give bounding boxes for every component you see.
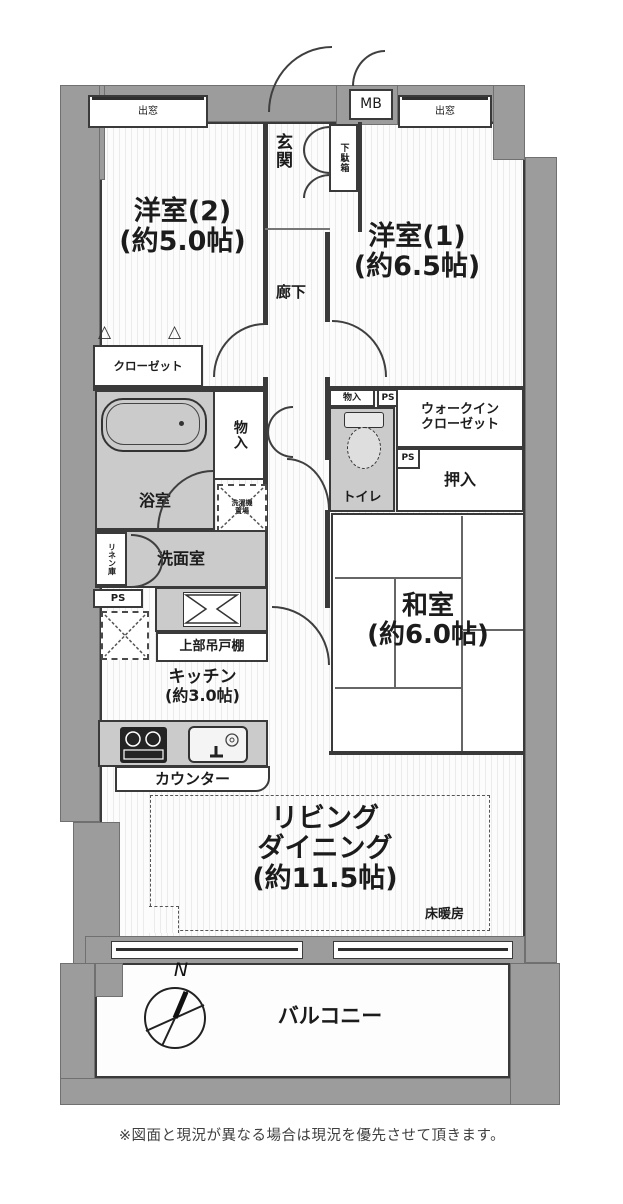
room-western1-size: (約6.5帖)	[353, 251, 481, 283]
bay-window-right-label: 出窓	[435, 105, 455, 117]
floor-heating-notch	[149, 906, 179, 933]
room-western1-name: 洋室(1)	[368, 221, 466, 252]
wall-right	[525, 157, 557, 963]
meter-box-label: MB	[360, 95, 382, 112]
tatami-line-5	[335, 687, 463, 689]
counter-box: カウンター	[115, 766, 270, 792]
wall-balcony-step	[95, 963, 123, 997]
closet-label: クローゼット	[113, 358, 183, 373]
ld-window-left-rail	[116, 948, 298, 951]
upper-cabinet-box: 上部吊戸棚	[156, 632, 268, 662]
stove	[120, 727, 167, 763]
tatami-line-1	[335, 577, 463, 579]
room-western2-label: 洋室(2) (約5.0帖)	[95, 196, 270, 258]
room-japanese-name: 和室	[401, 591, 454, 621]
genkan-label: 玄関	[272, 133, 293, 169]
range-hood-symbol	[183, 592, 241, 627]
bathtub-inner	[106, 403, 200, 445]
bay-window-left: 出窓	[88, 95, 208, 128]
compass-north-label: N	[174, 959, 188, 981]
kitchen-name: キッチン	[168, 667, 237, 687]
meter-box: MB	[349, 89, 393, 120]
room-living-size: (約11.5帖)	[252, 863, 398, 895]
walk-in-closet-label-1: ウォークイン	[420, 402, 499, 418]
tatami-line-2	[461, 516, 463, 630]
toilet-tank	[344, 412, 384, 428]
footnote: ※図面と現況が異なる場合は現況を優先させて頂きます。	[118, 1128, 506, 1144]
wall-washitsu-south	[329, 751, 525, 755]
mb-door-arc	[352, 50, 385, 86]
bay-window-right: 出窓	[398, 95, 492, 128]
floor-heating-area	[150, 795, 490, 931]
room-living-line2: ダイニング	[257, 833, 393, 865]
bay-window-right-glass	[402, 97, 488, 100]
toilet-label: トイレ	[342, 490, 382, 506]
shoe-box: 下駄箱	[329, 124, 358, 192]
room-western2-size: (約5.0帖)	[119, 226, 246, 258]
wall-genkan-right	[358, 122, 362, 232]
wall-corridor-right-a	[325, 232, 330, 322]
upper-cabinet-label: 上部吊戸棚	[179, 638, 245, 654]
room-western2-name: 洋室(2)	[133, 196, 232, 227]
oshiire-label: 押入	[443, 470, 476, 490]
japanese-room	[331, 513, 525, 753]
compass: N	[144, 959, 206, 1049]
tatami-line-4	[394, 578, 396, 688]
pipe-space-left: PS	[93, 589, 143, 608]
hallway-label: 廊下	[276, 283, 307, 301]
bay-window-left-label: 出窓	[138, 105, 158, 117]
washer-label-2: 置場	[235, 507, 249, 516]
walk-in-closet-label-2: クローゼット	[420, 417, 499, 432]
washer-space: 洗濯機 置場	[217, 484, 267, 532]
shoe-box-label: 下駄箱	[338, 143, 349, 173]
walk-in-closet: ウォークイン クローゼット	[396, 388, 524, 448]
tatami-line-3	[463, 629, 523, 631]
kitchen-label: キッチン (約3.0帖)	[120, 667, 285, 706]
closet-door-pivot-right: △	[168, 322, 182, 342]
hall-storage-label: 物入	[231, 420, 248, 450]
ld-window-right-rail	[338, 948, 508, 951]
pipe-space-mid: PS	[396, 448, 420, 469]
floor-heating-label: 床暖房	[425, 907, 465, 922]
wall-west2-south	[93, 386, 267, 391]
sink	[188, 726, 248, 763]
balcony-floor	[95, 963, 510, 1078]
wall-balcony-right	[510, 963, 560, 1105]
bay-window-left-glass	[92, 97, 204, 100]
wall-corridor-right-c	[325, 510, 330, 608]
tatami-line-6	[461, 631, 463, 751]
room-western1-label: 洋室(1) (約6.5帖)	[332, 221, 502, 283]
bathtub-drain	[179, 421, 184, 426]
washer-label-1: 洗濯機	[231, 499, 253, 508]
balcony-label: バルコニー	[277, 1004, 383, 1028]
genkan-step-line	[265, 228, 330, 230]
toilet-bowl	[347, 427, 381, 469]
counter-label: カウンター	[154, 769, 230, 788]
entry-door-arc	[268, 46, 332, 112]
linen-closet-label: リネン庫	[107, 543, 117, 575]
wall-corridor-right-b	[325, 377, 330, 460]
refrigerator-cross	[104, 614, 146, 657]
pipe-space-top-label: PS	[381, 392, 395, 403]
room-living-line1: リビング	[271, 803, 379, 834]
pipe-space-left-label: PS	[110, 592, 126, 604]
wall-corridor-left-upper	[263, 122, 268, 325]
room-living-label: リビング ダイニング (約11.5帖)	[160, 803, 490, 895]
room-japanese-label: 和室 (約6.0帖)	[333, 591, 523, 651]
closet-door-pivot-left: △	[98, 322, 112, 342]
pipe-space-mid-label: PS	[401, 453, 415, 464]
small-storage: 物入	[329, 389, 375, 407]
linen-closet: リネン庫	[95, 532, 127, 586]
room-japanese-size: (約6.0帖)	[367, 620, 489, 651]
hall-storage: 物入	[213, 390, 265, 480]
kitchen-size: (約3.0帖)	[165, 686, 240, 706]
wall-balcony-bottom	[60, 1078, 560, 1105]
refrigerator-space	[101, 611, 149, 660]
small-storage-label: 物入	[342, 392, 361, 403]
wall-left	[60, 85, 100, 822]
washer-cross	[220, 487, 264, 529]
wall-top-right-corner	[493, 85, 525, 160]
washroom-label: 洗面室	[156, 549, 205, 569]
closet-box: クローゼット	[93, 345, 203, 387]
